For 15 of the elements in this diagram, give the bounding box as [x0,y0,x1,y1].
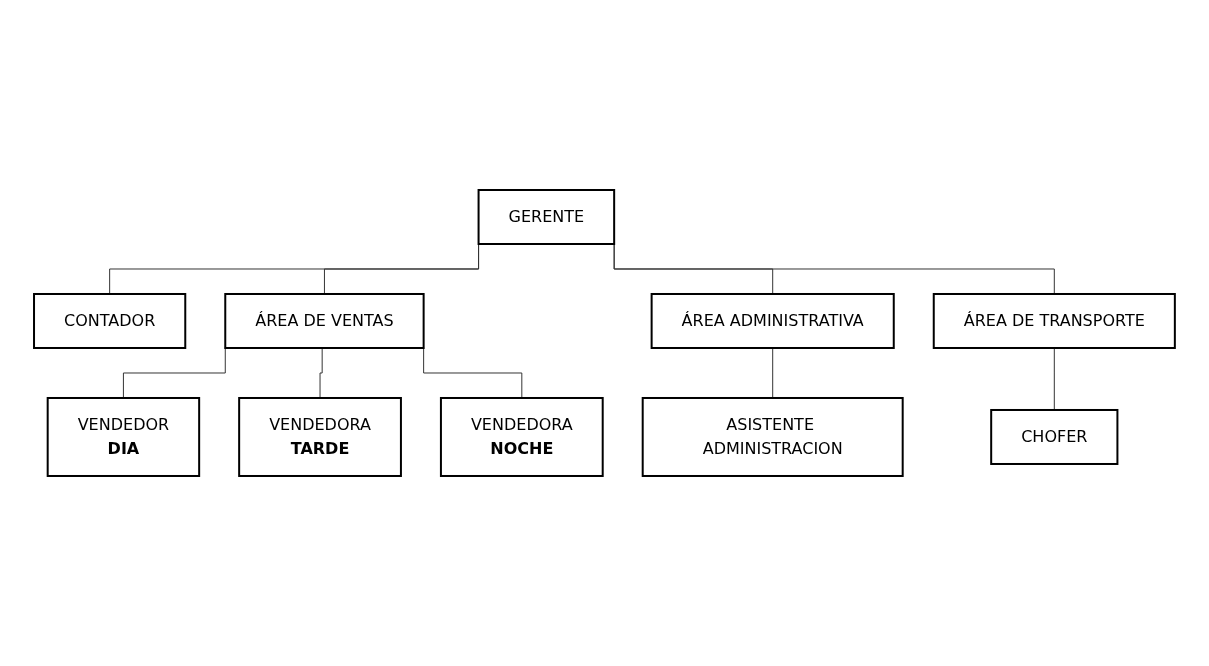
node-box: ÁREA DE TRANSPORTE [932,293,1176,349]
connector [1053,347,1055,411]
connector [123,346,226,399]
connector [319,347,323,399]
node-box: CHOFER [990,409,1119,465]
node-box: ASISTENTE ADMINISTRACION [641,397,904,477]
node-box: VENDEDORA TARDE [238,397,402,477]
connector [423,346,523,399]
node-box: VENDEDORA NOCHE [440,397,604,477]
node-box: ÁREA ADMINISTRATIVA [650,293,895,349]
node-box: VENDEDOR DIA [46,397,201,477]
connector [772,347,774,399]
node-box: GERENTE [477,189,616,245]
node-box: ÁREA DE VENTAS [224,293,425,349]
node-box: CONTADOR [33,293,187,349]
